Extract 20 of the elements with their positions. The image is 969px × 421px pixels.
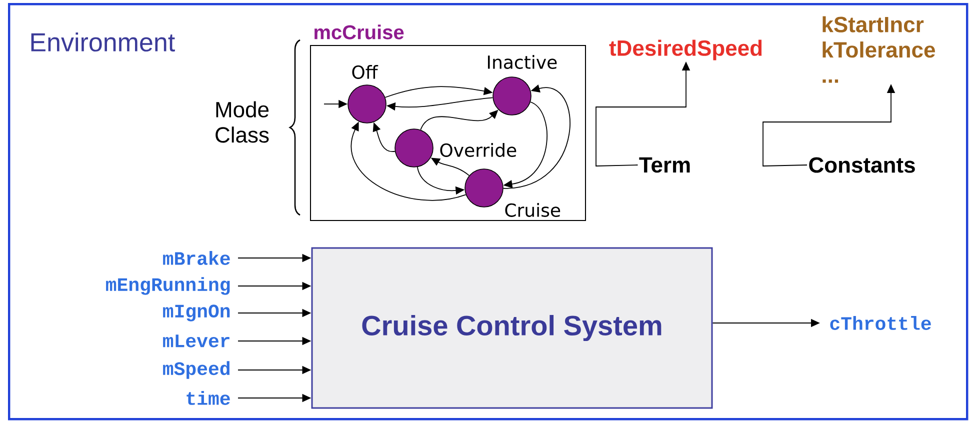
frame-title: Environment <box>31 32 175 52</box>
state-label: Cruise <box>505 203 560 217</box>
state-label: Inactive <box>488 55 557 69</box>
term-name: tDesiredSpeed <box>609 40 762 60</box>
category-label: Term <box>639 157 690 173</box>
signal-name: time <box>186 391 230 405</box>
signal-name: mSpeed <box>163 361 230 379</box>
signal-name: cThrottle <box>830 316 931 330</box>
state-label: Override <box>440 143 516 157</box>
category-label: Constants <box>809 157 915 173</box>
arrow <box>502 84 570 189</box>
state-label: Off <box>352 65 378 79</box>
signal-name: mBrake <box>163 251 230 265</box>
node-label: mcCruise <box>314 24 404 40</box>
side-label: Mode Class <box>216 101 269 143</box>
signal-name: mEngRunning <box>106 277 230 295</box>
signal-name: mIgnOn <box>163 304 230 322</box>
system-box: Cruise Control System <box>311 247 713 409</box>
constant-list: kStartIncr kTolerance ... <box>822 16 935 83</box>
signal-name: mLever <box>163 334 230 348</box>
